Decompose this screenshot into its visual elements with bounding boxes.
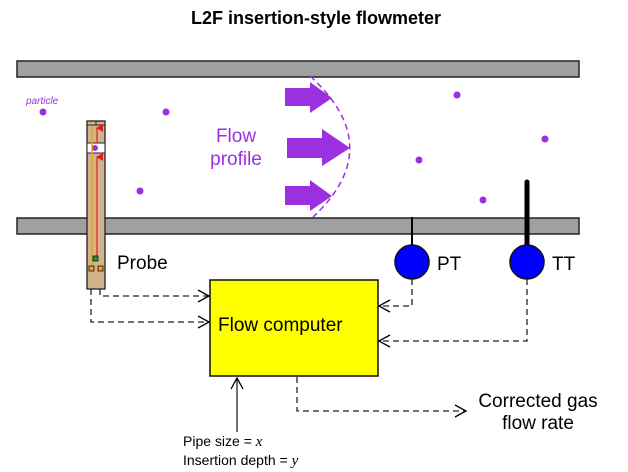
output-signal-line — [296, 377, 468, 418]
particle — [479, 196, 487, 204]
insertion-depth-variable: y — [290, 453, 299, 469]
flow-profile-label-line1: Flow — [216, 126, 256, 147]
particle — [453, 91, 461, 99]
insertion-depth-label: Insertion depth = y — [183, 452, 299, 469]
tt-signal-line — [377, 279, 528, 348]
pressure-transmitter — [394, 244, 430, 280]
insertion-depth-text: Insertion depth = — [183, 452, 292, 468]
particles — [39, 91, 549, 204]
output-label-line1: Corrected gas — [478, 391, 597, 412]
probe-particle — [92, 145, 98, 151]
probe-detector-left — [88, 265, 95, 272]
particle — [39, 108, 47, 116]
flow-profile-label-line2: profile — [210, 149, 262, 170]
pipe-size-text: Pipe size = — [183, 433, 256, 449]
particle — [415, 156, 423, 164]
probe-signal-line-1 — [99, 289, 211, 303]
pipe-size-label: Pipe size = x — [183, 433, 263, 450]
diagram-title: L2F insertion-style flowmeter — [191, 8, 441, 28]
pt-signal-line — [377, 279, 413, 313]
probe-sensor-green — [92, 255, 99, 262]
pipe-wall-top — [16, 60, 580, 78]
pipe-wall-bottom — [16, 217, 580, 235]
temperature-transmitter — [509, 244, 545, 280]
tt-label: TT — [552, 254, 576, 275]
probe-detector-right — [97, 265, 104, 272]
pt-label: PT — [437, 254, 462, 275]
probe-label: Probe — [117, 253, 168, 274]
flow-profile-curve — [309, 75, 351, 218]
particle — [541, 135, 549, 143]
probe-signal-line-2 — [90, 289, 211, 329]
flow-arrow-bottom — [285, 180, 332, 211]
flow-arrow-top — [285, 82, 332, 113]
flow-computer-label: Flow computer — [218, 315, 343, 336]
probe — [86, 120, 106, 290]
output-label-line2: flow rate — [502, 413, 574, 434]
particle — [162, 108, 170, 116]
particle — [136, 187, 144, 195]
flow-arrow-middle — [287, 129, 350, 166]
flow-profile-arrows — [285, 82, 350, 211]
particle-label: particle — [25, 96, 59, 107]
pipe-size-variable: x — [255, 434, 263, 450]
